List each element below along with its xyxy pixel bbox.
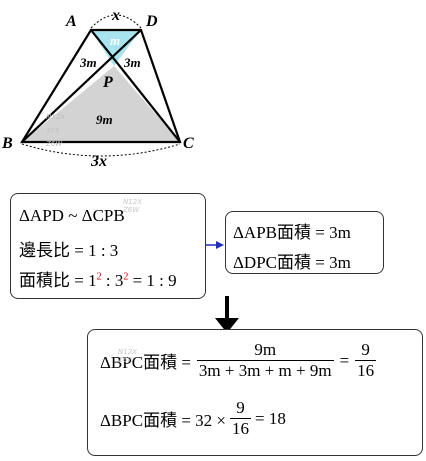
label-b: B [1,135,13,152]
bpc-area-box: ΔBPC面積 = 9m 3m + 3m + m + 9m = 9 16 ΔBPC… [87,329,423,456]
bpc-result-line: ΔBPC面積 = 32 × 9 16 = 18 [100,398,286,438]
svg-text:3Y3: 3Y3 [46,127,59,135]
svg-text:Z6W: Z6W [45,140,63,148]
triangle-apd [91,30,141,66]
area-ratio: 面積比 = 12 : 32 = 1 : 9 [19,271,177,290]
similarity-box: ΔAPD ~ ΔCPB 邊長比 = 1 : 3 面積比 = 12 : 32 = … [10,193,206,299]
bpc-fraction-line: ΔBPC面積 = 9m 3m + 3m + m + 9m = 9 16 [100,340,377,380]
connector-arrowhead [216,241,224,249]
diagonal-db [21,29,142,143]
diagonal-ac [90,29,181,143]
down-arrow-head [215,318,239,333]
label-d: D [145,13,158,30]
area-bottom-label: 9m [96,112,113,127]
area-result-box: ΔAPB面積 = 3m ΔDPC面積 = 3m [225,211,384,274]
area-right-label: 3m [123,55,141,70]
svg-text:N12X: N12X [46,113,65,121]
label-a: A [65,13,77,30]
area-dpc: ΔDPC面積 = 3m [233,253,351,272]
similarity-statement: ΔAPD ~ ΔCPB [19,206,125,225]
watermark: N12X 3Y3 Z6W [45,113,65,148]
area-apb: ΔAPB面積 = 3m [233,223,351,242]
label-c: C [183,135,194,152]
top-length-label: x [111,7,120,24]
label-p: P [102,74,113,91]
top-dotted-arc [90,14,142,29]
side-ratio: 邊長比 = 1 : 3 [19,241,119,260]
area-left-label: 3m [79,55,97,70]
triangle-bpc [22,66,180,142]
bottom-length-label: 3x [90,153,107,170]
bottom-dotted-arc [21,143,181,157]
area-top-label: m [110,33,120,48]
